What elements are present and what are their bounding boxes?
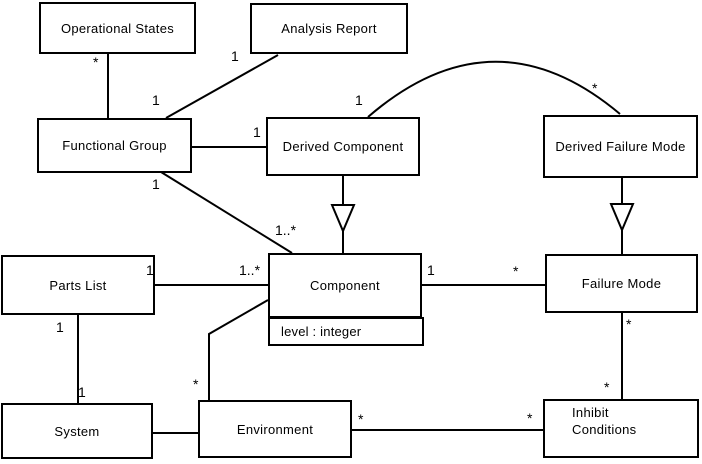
generalization-arrow-icon [330,204,356,234]
class-operational-states[interactable]: Operational States [39,2,196,54]
association-line-component-environment [208,299,269,400]
class-inhibit-conditions-line1: Inhibit [572,405,609,420]
association-arc-derived-component-derived-failure-mode [367,60,621,118]
multiplicity-label: 1..* [275,222,297,238]
class-inhibit-conditions[interactable]: Inhibit Conditions [543,399,699,458]
multiplicity-label: 1 [231,48,239,64]
association-line-analysis-report-functional-group [165,54,279,119]
multiplicity-label: * [193,376,199,392]
multiplicity-label: * [592,80,598,96]
class-analysis-report[interactable]: Analysis Report [250,3,408,54]
multiplicity-label: 1 [253,124,261,140]
class-component-attribute[interactable]: level : integer [268,317,424,346]
class-failure-mode[interactable]: Failure Mode [545,254,698,313]
class-system[interactable]: System [1,403,153,459]
class-derived-component[interactable]: Derived Component [266,117,420,176]
association-line-functional-group-component [160,171,293,254]
class-environment[interactable]: Environment [198,400,352,458]
class-parts-list[interactable]: Parts List [1,255,155,315]
generalization-arrow-icon [609,203,635,233]
multiplicity-label: 1 [427,262,435,278]
class-derived-failure-mode[interactable]: Derived Failure Mode [543,115,698,178]
multiplicity-label: 1 [56,319,64,335]
multiplicity-label: 1..* [239,262,261,278]
class-component[interactable]: Component [268,253,422,318]
class-inhibit-conditions-line2: Conditions [572,422,637,437]
multiplicity-label: * [93,54,99,70]
multiplicity-label: * [604,379,610,395]
multiplicity-label: 1 [78,384,86,400]
class-functional-group[interactable]: Functional Group [37,118,192,173]
multiplicity-label: 1 [146,262,154,278]
multiplicity-label: 1 [355,92,363,108]
multiplicity-label: * [527,410,533,426]
multiplicity-label: 1 [152,176,160,192]
multiplicity-label: * [513,263,519,279]
multiplicity-label: 1 [152,92,160,108]
multiplicity-label: * [358,411,364,427]
multiplicity-label: * [626,316,632,332]
